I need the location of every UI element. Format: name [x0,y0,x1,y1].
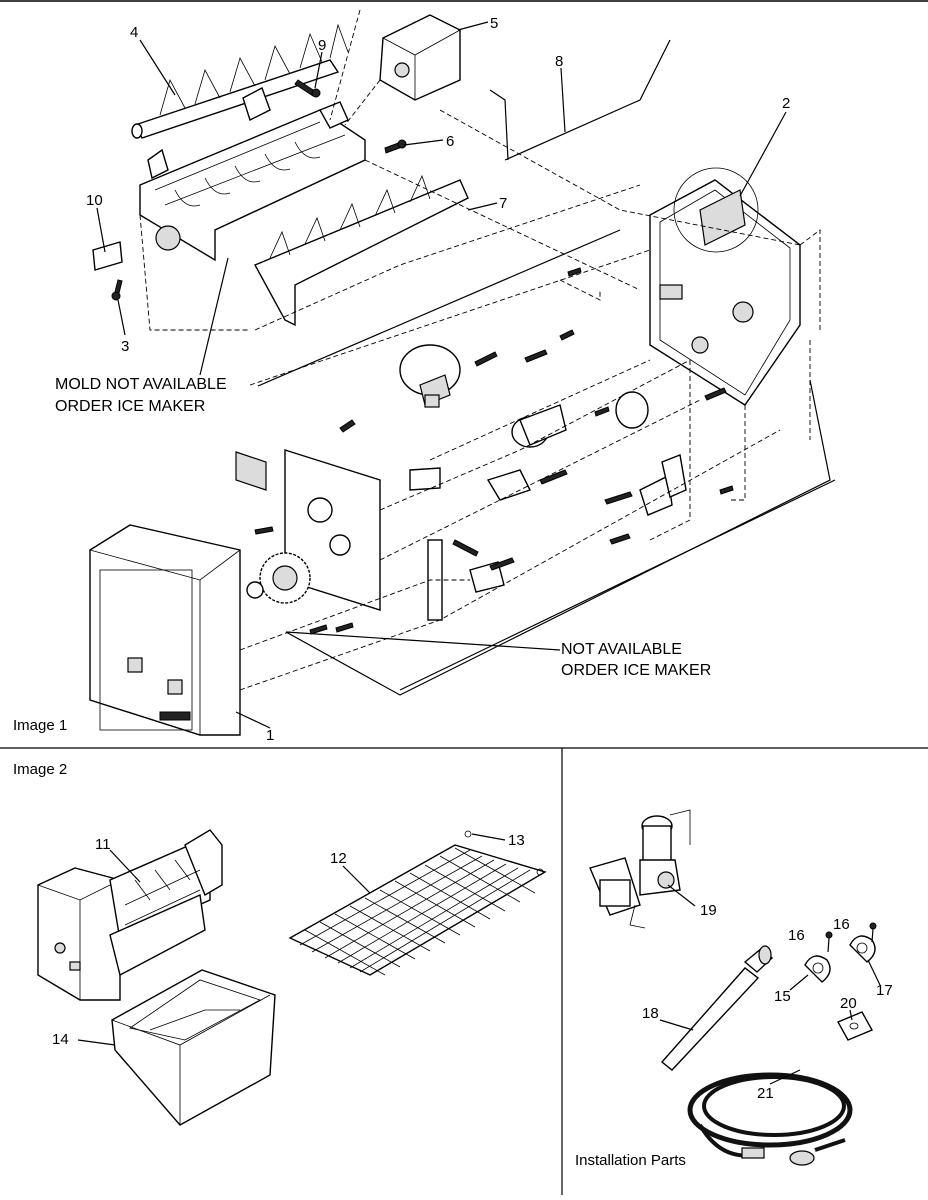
support-plate [235,449,443,621]
callout-16b: 16 [833,916,850,933]
timing-gear [246,552,311,604]
callout-5: 5 [490,15,498,32]
image1-caption: Image 1 [13,717,67,734]
part-21-water-line [687,1072,853,1166]
leader-11 [109,849,141,883]
callout-1: 1 [266,727,274,744]
ice-mold [139,87,366,262]
installation-parts-view: 19 18 16 16 15 17 20 [575,809,893,1169]
part-1-front-cover [89,524,241,736]
callout-20: 20 [840,995,857,1012]
part-11-ice-maker [37,829,223,1001]
callout-17: 17 [876,982,893,999]
callout-10: 10 [86,192,103,209]
leader-17 [867,959,881,986]
part-7-stripper [254,174,469,327]
part-10-clip [92,241,123,271]
callout-2: 2 [782,95,790,112]
part-8-shutoff-arm [489,39,671,161]
callout-12: 12 [330,850,347,867]
image2-caption: Image 2 [13,761,67,778]
mold-note-leader [199,257,229,376]
callout-8: 8 [555,53,563,70]
part-18-fill-tube [660,945,774,1071]
callout-15: 15 [774,988,791,1005]
callout-11: 11 [95,836,111,853]
small-components [409,391,687,593]
na-note-bracket [399,479,836,691]
leader-20 [849,1009,853,1021]
control-housing [649,167,801,406]
callout-3: 3 [121,338,129,355]
callout-4: 4 [130,24,138,41]
part-20-pad [837,1011,873,1041]
na-note-line1: NOT AVAILABLE [561,641,682,658]
leader-15 [789,974,809,991]
part-12-wire-shelf [288,830,547,976]
callout-16a: 16 [788,927,805,944]
part-14-ice-bin [111,969,276,1126]
part-16-screw-a [825,931,833,953]
explode-lines-image1 [139,9,821,691]
leader-14 [77,1039,116,1046]
mold-note-line2: ORDER ICE MAKER [55,398,205,415]
callout-7: 7 [499,195,507,212]
assembly-screws [254,267,734,635]
na-note-line2: ORDER ICE MAKER [561,662,711,679]
na-note-leader [285,379,831,696]
part-19-water-valve [589,809,691,929]
callout-14: 14 [52,1031,69,1048]
image1-exploded-view: 1 2 3 4 5 6 7 8 9 10 MOLD NOT AVAILABLE … [13,9,836,744]
motor [399,344,461,408]
part-17-clamp [849,935,876,963]
part-5-bracket [379,14,461,101]
callout-13: 13 [508,832,525,849]
leader-13 [471,833,506,841]
leader-21 [769,1069,801,1085]
part-4-ejector [131,23,349,139]
callout-leaders-image1 [96,21,787,729]
callout-19: 19 [700,902,717,919]
installation-caption: Installation Parts [575,1152,686,1169]
image2-view: Image 2 11 12 13 [13,761,547,1126]
mold-note-bracket [257,229,621,387]
leader-12 [342,865,371,894]
part-16-screw-b [869,922,877,943]
part-15-clamp [804,955,831,983]
screw-part-6 [384,139,407,154]
callout-18: 18 [642,1005,659,1022]
callout-6: 6 [446,133,454,150]
callout-21: 21 [757,1085,774,1102]
leader-18 [659,1019,694,1031]
screw-part-3 [111,279,123,301]
callout-9: 9 [318,37,326,54]
mold-note-line1: MOLD NOT AVAILABLE [55,376,227,393]
leader-19 [667,884,696,907]
screw-part-9 [294,79,321,98]
